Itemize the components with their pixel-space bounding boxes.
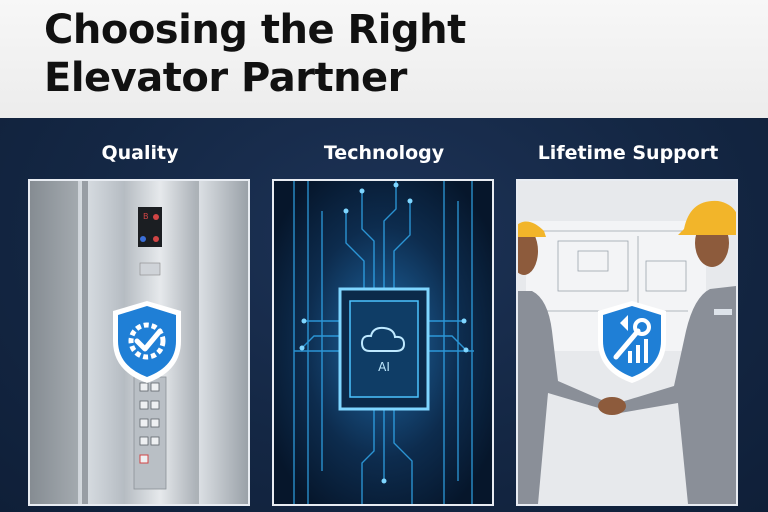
elevator-illustration: B <box>30 181 248 504</box>
wrench-growth-icon <box>598 301 666 383</box>
handshake-illustration <box>518 181 736 504</box>
lifetime-support-label: Lifetime Support <box>537 142 719 164</box>
technology-label: Technology <box>323 142 445 164</box>
quality-label: Quality <box>101 142 179 164</box>
lifetime-support-image <box>516 179 738 506</box>
gear-check-icon <box>113 301 181 383</box>
technology-image: AI <box>272 179 494 506</box>
quality-image: B <box>28 179 250 506</box>
header: Choosing the Right Elevator Partner <box>0 0 768 118</box>
circuit-illustration: AI <box>274 181 492 504</box>
ai-chip-label: AI <box>378 360 390 374</box>
cloud-icon <box>360 326 406 352</box>
page-title: Choosing the Right Elevator Partner <box>44 7 466 101</box>
svg-text:B: B <box>143 212 149 221</box>
